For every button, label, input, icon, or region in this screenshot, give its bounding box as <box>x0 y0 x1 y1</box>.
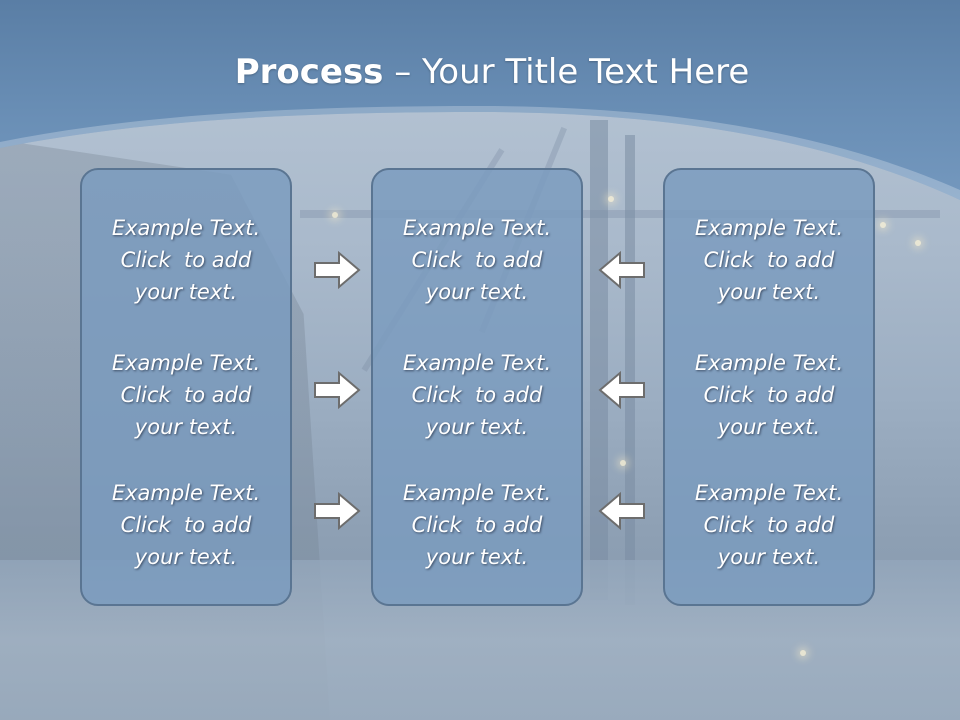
right-arrow-icon <box>314 370 361 410</box>
column-panel-middle[interactable] <box>371 168 583 606</box>
column-panel-right[interactable] <box>663 168 875 606</box>
slide-title[interactable]: Process – Your Title Text Here <box>0 52 960 92</box>
text-placeholder[interactable]: Example Text. Click to add your text. <box>402 216 552 304</box>
text-placeholder[interactable]: Example Text. Click to add your text. <box>694 481 844 569</box>
dock-light <box>332 212 338 218</box>
left-arrow-icon <box>598 250 645 290</box>
column-panel-left[interactable] <box>80 168 292 606</box>
text-placeholder[interactable]: Example Text. Click to add your text. <box>402 481 552 569</box>
title-rest: – Your Title Text Here <box>383 52 750 92</box>
left-arrow-icon <box>598 370 645 410</box>
crane-tower <box>625 135 635 605</box>
left-arrow-icon <box>598 491 645 531</box>
text-placeholder[interactable]: Example Text. Click to add your text. <box>402 351 552 439</box>
dock-light <box>880 222 886 228</box>
text-placeholder[interactable]: Example Text. Click to add your text. <box>694 216 844 304</box>
right-arrow-icon <box>314 250 361 290</box>
text-placeholder[interactable]: Example Text. Click to add your text. <box>111 351 261 439</box>
text-placeholder[interactable]: Example Text. Click to add your text. <box>694 351 844 439</box>
title-bold: Process <box>234 52 384 92</box>
dock-light <box>800 650 806 656</box>
text-placeholder[interactable]: Example Text. Click to add your text. <box>111 216 261 304</box>
dock-light <box>620 460 626 466</box>
crane-beam <box>300 210 940 218</box>
dock-light <box>608 196 614 202</box>
dock-light <box>915 240 921 246</box>
right-arrow-icon <box>314 491 361 531</box>
crane-tower <box>590 120 608 600</box>
text-placeholder[interactable]: Example Text. Click to add your text. <box>111 481 261 569</box>
